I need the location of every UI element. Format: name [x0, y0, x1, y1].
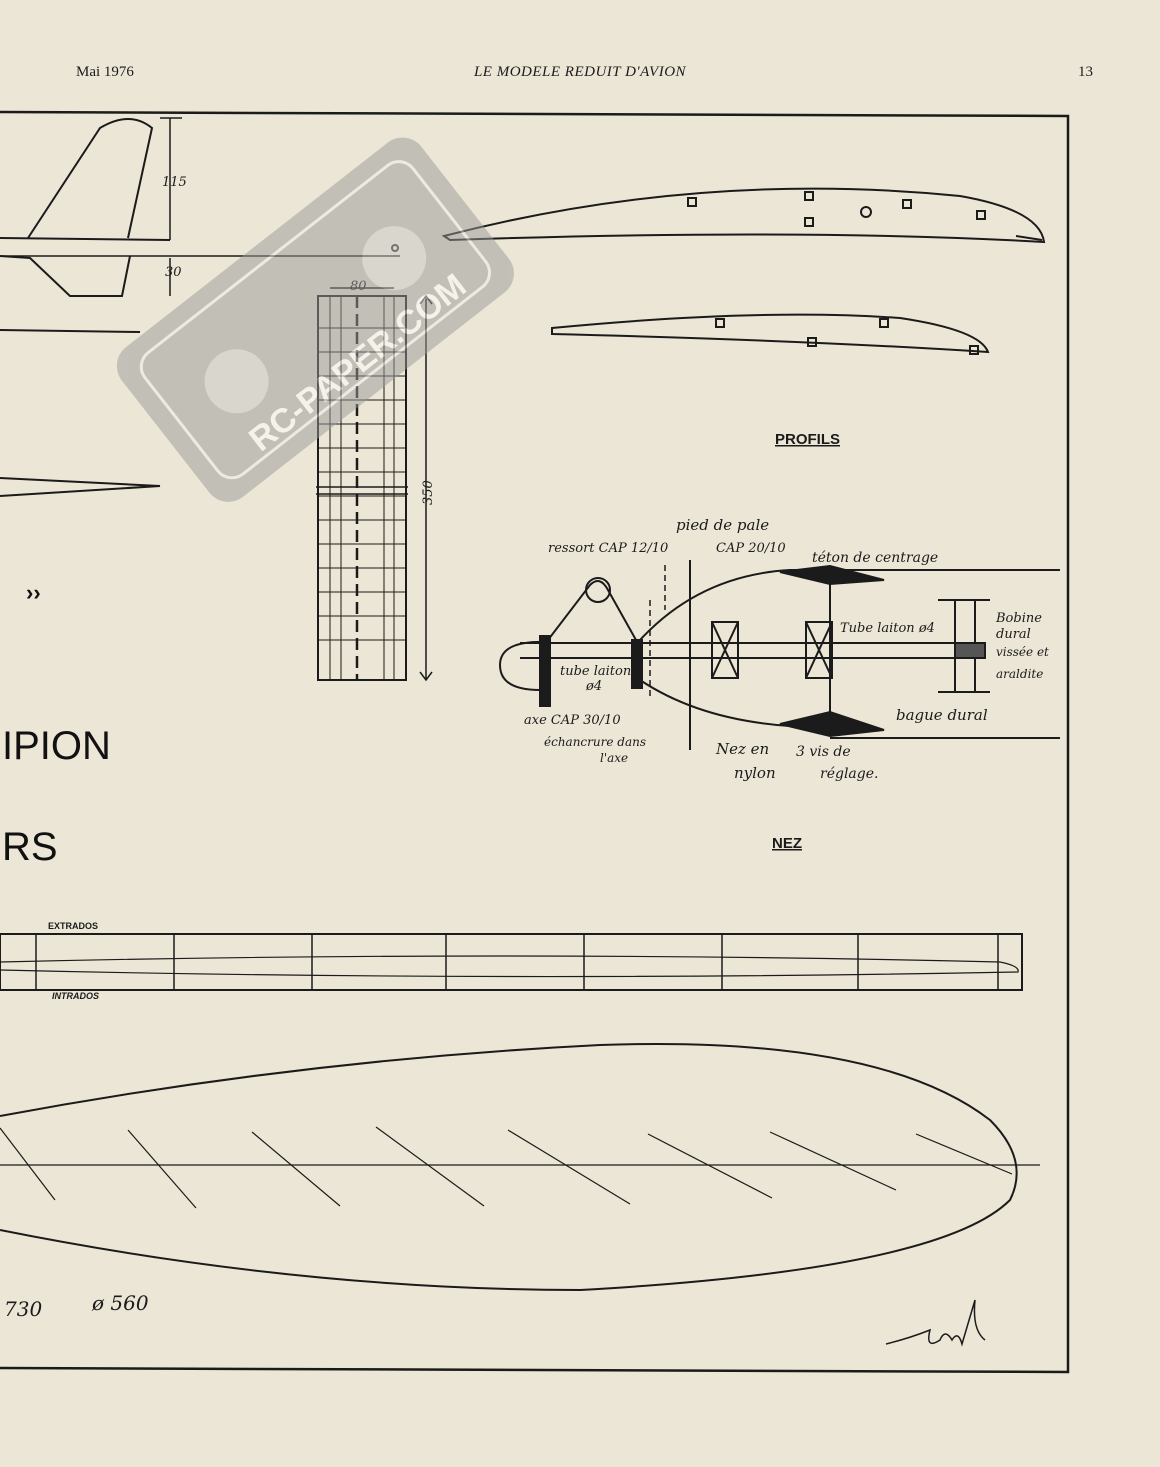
nez-label: NEZ: [772, 835, 802, 852]
label-o4: ø4: [585, 679, 602, 694]
label-tube-laiton-right: Tube laiton ø4: [840, 621, 935, 636]
chevrons: ››: [26, 580, 41, 605]
dimension-30: 30: [165, 265, 182, 280]
signature: [885, 1299, 986, 1347]
label-vissee: vissée et: [996, 645, 1049, 659]
blade-section-view: [0, 933, 1023, 991]
nose-assembly-drawing: [498, 560, 1060, 750]
dimension-115: 115: [162, 175, 187, 190]
label-cap-20-10: CAP 20/10: [716, 541, 786, 556]
header-page-number: 13: [1078, 64, 1093, 80]
header-magazine-title: LE MODELE REDUIT D'AVION: [473, 64, 687, 80]
diameter-560: ø 560: [91, 1291, 149, 1315]
label-araldite: araldite: [996, 667, 1043, 681]
airfoil-profile-large: [441, 187, 1046, 244]
label-axe2: l'axe: [600, 751, 628, 765]
dimension-350: 350: [421, 480, 436, 505]
label-pied-de-pale: pied de pale: [676, 516, 769, 534]
label-bague: bague dural: [896, 706, 988, 724]
label-nez-en: Nez en: [715, 740, 769, 758]
label-echancrure: échancrure dans: [544, 735, 646, 749]
label-tube-laiton-left: tube laiton: [560, 664, 631, 679]
label-ressort: ressort CAP 12/10: [548, 541, 668, 556]
label-reglage: réglage.: [820, 766, 878, 782]
label-extrados: EXTRADOS: [48, 921, 98, 931]
blade-planform: [0, 1042, 1040, 1292]
title-fragment-rs: RS: [2, 825, 58, 869]
label-teton: téton de centrage: [812, 550, 938, 566]
label-vis: 3 vis de: [796, 744, 851, 760]
label-axe: axe CAP 30/10: [524, 713, 621, 728]
label-bobine: Bobine: [995, 611, 1042, 626]
title-fragment-ipion: IPION: [2, 724, 111, 768]
profils-label: PROFILS: [775, 431, 840, 448]
nose-annotations: pied de pale ressort CAP 12/10 CAP 20/10…: [524, 516, 1049, 782]
plan-frame: [0, 110, 1070, 1374]
header-date: Mai 1976: [76, 64, 134, 80]
diameter-730: 730: [4, 1297, 42, 1321]
label-nylon: nylon: [734, 764, 776, 782]
label-dural: dural: [996, 627, 1031, 642]
label-intrados: INTRADOS: [52, 991, 99, 1001]
airfoil-profile-small: [551, 313, 990, 355]
